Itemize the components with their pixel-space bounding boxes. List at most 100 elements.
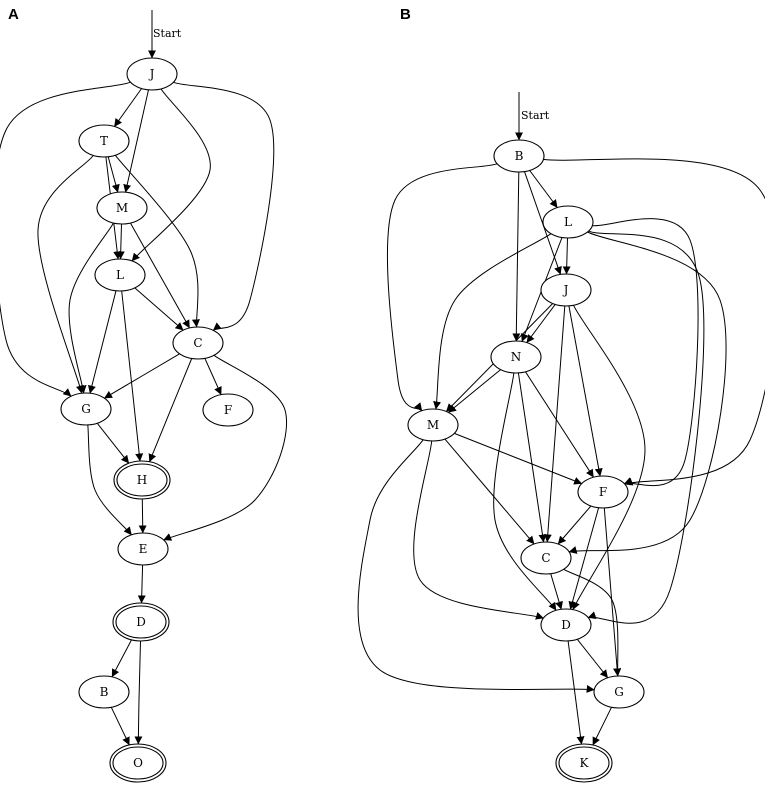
panel-a-edge-h-to-e	[138, 498, 147, 534]
node-label: C	[193, 336, 202, 350]
node-label: D	[561, 618, 571, 632]
labels-layer: A B Start Start	[8, 6, 550, 122]
panel-b-node-d: D	[540, 608, 592, 642]
panel-a-edge-j-to-m	[123, 89, 149, 193]
node-label: C	[541, 551, 550, 565]
panel-a-edge-c-to-f	[204, 358, 222, 395]
node-label: K	[580, 756, 590, 770]
node-label: G	[614, 685, 624, 699]
panel-a-edge-j-to-t	[113, 88, 143, 127]
panel-b-node-j: J	[540, 273, 592, 307]
node-label: F	[224, 403, 232, 417]
node-label: M	[116, 201, 128, 215]
panel-b-edge-n-to-d	[493, 372, 557, 611]
panel-a-node-d: D	[112, 602, 170, 642]
node-ellipse	[593, 675, 645, 709]
panel-a-edge-c-to-g	[104, 353, 180, 399]
node-ellipse	[116, 463, 168, 497]
node-ellipse	[577, 475, 629, 509]
panel-a-edge-m-to-l	[116, 223, 125, 260]
node-ellipse	[520, 541, 572, 575]
panel-b-node-m: M	[407, 408, 459, 442]
node-ellipse	[60, 392, 112, 426]
panel-a-edge-j-to-c	[173, 81, 275, 331]
panel-a-edge-l-to-c	[134, 287, 184, 331]
panel-b-edge-g-to-k	[592, 707, 612, 746]
panel-b-edge-m-to-f	[454, 432, 583, 485]
node-label: J	[562, 283, 569, 297]
panel-a-edge-c-to-e	[163, 354, 288, 541]
panel-b-edge-l-to-m	[433, 233, 552, 410]
panel-b-edge-j-to-d	[572, 305, 646, 610]
node-label: D	[136, 615, 146, 629]
node-label: F	[599, 485, 607, 499]
panel-b-edge-b-to-l	[529, 170, 558, 208]
panel-b-node-g: G	[593, 675, 645, 709]
panel-a-edge-c-to-h	[148, 358, 193, 463]
node-ellipse	[78, 675, 130, 709]
panel-a-edge-t-to-c	[114, 154, 200, 328]
node-ellipse	[126, 57, 178, 91]
panel-a-node-l: L	[94, 258, 146, 292]
node-label: N	[511, 350, 522, 364]
panel-b-label: B	[400, 6, 411, 23]
node-ellipse	[94, 258, 146, 292]
panel-a-node-t: T	[78, 124, 130, 158]
panel-a-node-o: O	[109, 743, 167, 783]
panel-b-edge-j-to-n	[526, 304, 556, 343]
node-label: M	[427, 418, 439, 432]
panel-b-edge-m-to-c	[444, 438, 535, 545]
panel-a-node-g: G	[60, 392, 112, 426]
panel-a-node-f: F	[202, 393, 254, 427]
node-ellipse	[117, 532, 169, 566]
panel-b-edge-f-to-d	[568, 507, 600, 610]
panel-a-edge-j-to-l	[131, 88, 211, 262]
panel-a-label: A	[8, 6, 19, 23]
panel-a-node-m: M	[96, 191, 148, 225]
panel-a-edge-l-to-h	[121, 290, 144, 462]
node-ellipse	[490, 340, 542, 374]
panel-a-node-h: H	[113, 460, 171, 500]
node-label: L	[116, 268, 124, 282]
panel-b-edge-l-to-d	[587, 230, 705, 624]
panel-a-edge-e-to-d	[137, 564, 146, 604]
node-ellipse	[540, 273, 592, 307]
panel-b-edge-d-to-k	[567, 640, 585, 745]
panel-a-edge-d-to-b	[111, 639, 132, 678]
panel-b-node-k: K	[555, 743, 613, 783]
panel-a-start-label: Start	[153, 27, 182, 40]
panel-b-edge-j-to-c	[543, 305, 566, 543]
panel-b-edge-f-to-g	[603, 507, 622, 677]
node-label: H	[137, 473, 147, 487]
panel-b-edge-b-to-m	[386, 163, 498, 412]
node-label: B	[515, 149, 524, 163]
panel-a-edge-m-to-g	[68, 222, 114, 394]
node-ellipse	[202, 393, 254, 427]
panel-b-edge-c-to-d	[550, 573, 563, 610]
panel-b-edge-b-to-n	[512, 171, 521, 342]
panel-a-edge-t-to-m	[107, 156, 120, 193]
panel-b-node-f: F	[577, 475, 629, 509]
node-ellipse	[115, 605, 167, 639]
node-label: L	[564, 215, 572, 229]
node-ellipse	[540, 608, 592, 642]
node-label: T	[100, 134, 108, 148]
node-ellipse	[96, 191, 148, 225]
panel-b-node-b: B	[493, 139, 545, 173]
node-ellipse	[78, 124, 130, 158]
panel-b-edge-n-to-c	[517, 372, 547, 543]
node-label: E	[139, 542, 148, 556]
panel-b-edge-l-to-f	[592, 218, 699, 487]
panel-a-edge-b-to-o	[110, 707, 130, 746]
panel-b-node-l: L	[542, 205, 594, 239]
node-label: O	[133, 756, 143, 770]
node-ellipse	[493, 139, 545, 173]
edges-layer	[0, 10, 765, 746]
panel-b-edge-b-to-f	[543, 158, 765, 486]
panel-a-node-b: B	[78, 675, 130, 709]
panel-b-edge-j-to-f	[568, 305, 603, 477]
panel-a-node-j: J	[126, 57, 178, 91]
node-label: G	[81, 402, 91, 416]
panel-b-edge-n-to-f	[525, 371, 594, 478]
panel-b-edge-m-to-g	[357, 439, 595, 693]
